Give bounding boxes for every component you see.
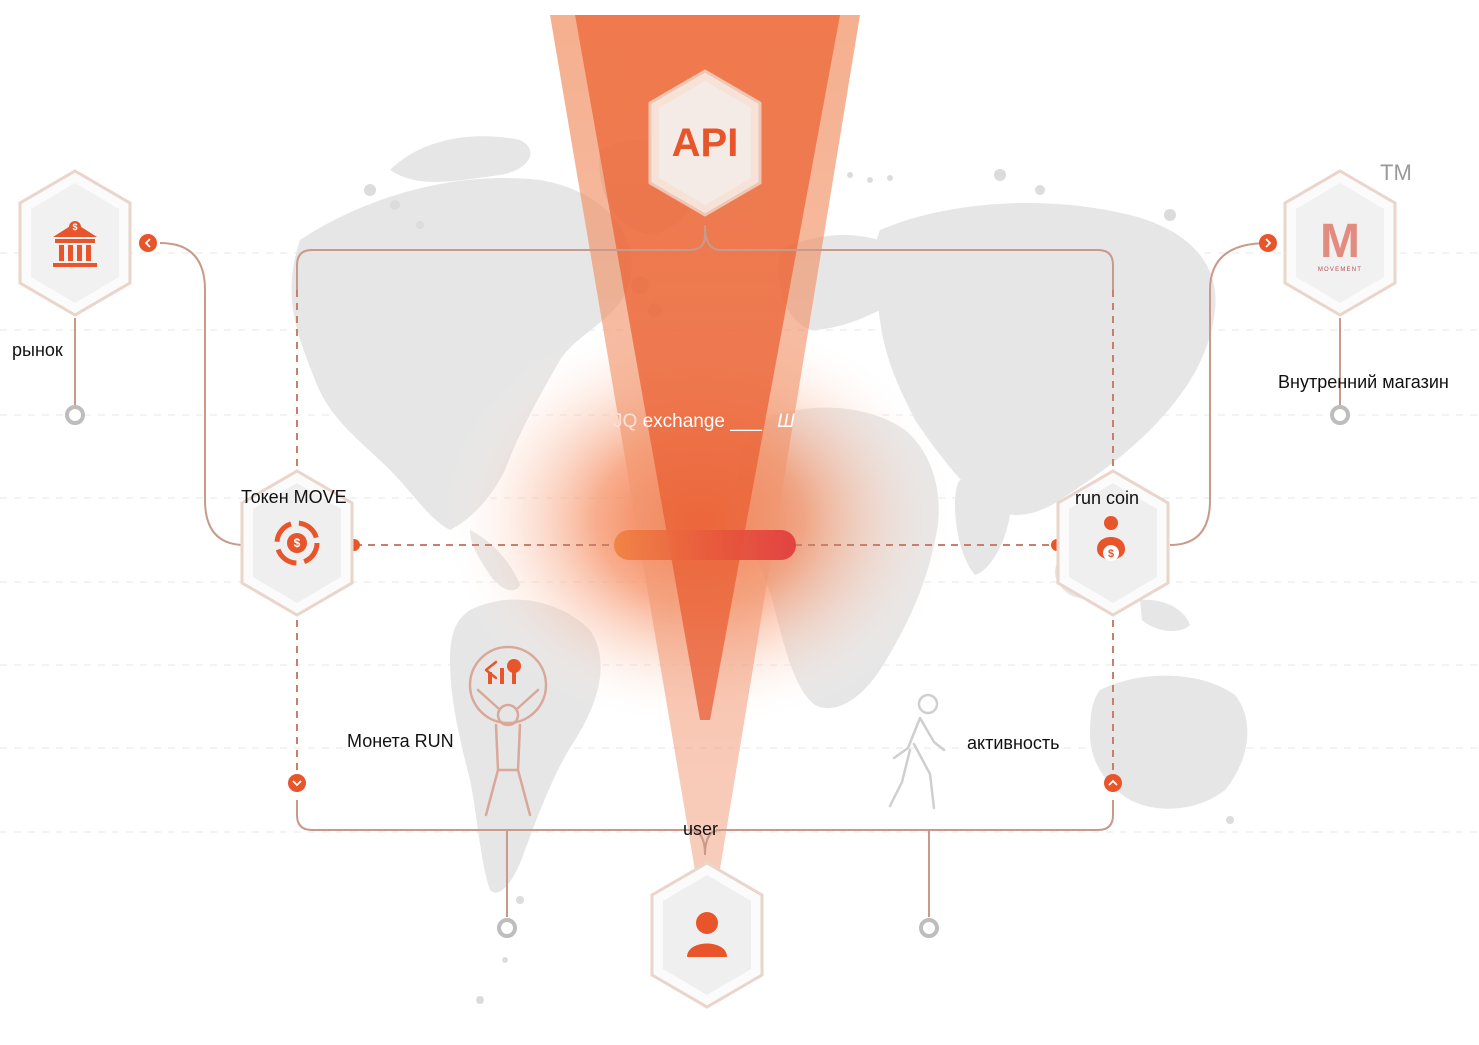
svg-text:$: $ — [294, 536, 301, 550]
bank-icon: $ — [53, 221, 97, 267]
person-growth-icon — [468, 645, 548, 817]
run-coin-node: $ — [1056, 469, 1170, 617]
walking-person-icon — [888, 693, 946, 810]
user-icon — [687, 912, 727, 957]
store-logo-text: MOVEMENT — [1318, 267, 1362, 273]
run-money-label: Монета RUN — [347, 731, 454, 751]
dashed-lines — [296, 290, 1114, 790]
run-coin-label: run coin — [1075, 488, 1140, 508]
exchange-label: JQ exchange ___ Ш — [613, 411, 795, 433]
market-label: рынок — [12, 340, 63, 360]
svg-text:M: M — [1320, 215, 1360, 268]
exchange-blank: ___ — [730, 411, 762, 432]
exchange-bar — [614, 530, 796, 560]
movement-logo: M MOVEMENT — [1318, 215, 1362, 273]
orange-connector-dots — [139, 234, 1277, 792]
exchange-text: exchange — [642, 411, 725, 432]
user-label: user — [683, 819, 719, 839]
api-beam-inner — [575, 15, 840, 720]
svg-text:$: $ — [72, 222, 77, 232]
api-label: API — [672, 121, 739, 165]
coin-exchange-icon: $ — [274, 520, 320, 566]
activity-label: активность — [967, 733, 1060, 753]
connector-lines — [74, 224, 1341, 917]
exchange-prefix: JQ — [613, 411, 638, 432]
exchange-suffix: Ш — [777, 411, 795, 432]
market-node: $ — [18, 169, 132, 317]
move-token-label: Токен MOVE — [241, 487, 347, 507]
user-node — [650, 861, 764, 1009]
svg-text:$: $ — [1108, 548, 1114, 560]
api-node: API — [648, 69, 762, 217]
store-label: Внутренний магазин — [1278, 372, 1449, 392]
money-bag-icon: $ — [1097, 516, 1125, 561]
move-token-node: $ — [240, 469, 354, 617]
dot-chevrons — [144, 238, 1272, 787]
grey-pins — [65, 405, 1350, 938]
store-node: M MOVEMENT — [1283, 169, 1397, 317]
trademark: TM — [1380, 160, 1412, 185]
